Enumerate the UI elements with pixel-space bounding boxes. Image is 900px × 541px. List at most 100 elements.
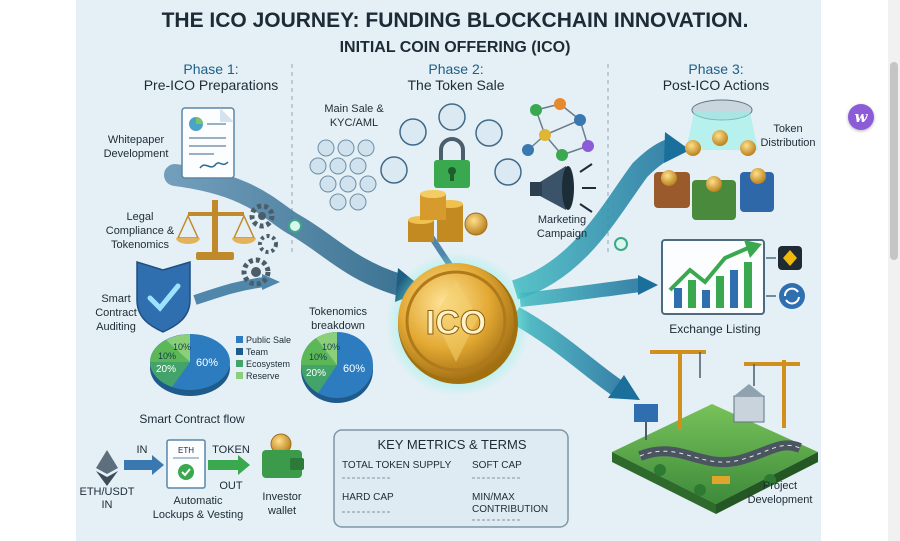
exchange-listing-label: Exchange Listing bbox=[669, 322, 760, 336]
legend-team: Team bbox=[246, 347, 268, 357]
flow-arrow-right-top bbox=[511, 138, 676, 300]
flow-node-right bbox=[614, 237, 628, 251]
legend-swatch-team bbox=[236, 348, 243, 355]
legal-label-line2: Compliance & bbox=[106, 225, 175, 237]
token-distribution-line2: Distribution bbox=[760, 137, 815, 149]
main-subtitle: INITIAL COIN OFFERING (ICO) bbox=[340, 39, 571, 56]
pie-legend: Public Sale Team Ecosystem Reserve bbox=[236, 335, 291, 381]
main-sale-label-line1: Main Sale & bbox=[324, 103, 384, 115]
audit-label-line1: Smart bbox=[101, 293, 130, 305]
phase2-pie-seg-4: 60% bbox=[343, 363, 365, 375]
legend-swatch-ecosystem bbox=[236, 360, 243, 367]
phase2-pie-seg-2: 10% bbox=[309, 352, 327, 362]
tokenomics-label-line2: breakdown bbox=[311, 320, 365, 332]
lockups-label-line2: Lockups & Vesting bbox=[153, 509, 244, 521]
phase1-pie-seg-1: 10% bbox=[173, 342, 191, 352]
extension-icon[interactable]: w bbox=[848, 104, 874, 130]
phase3-title: Phase 3: bbox=[688, 61, 743, 77]
audit-label-line2: Contract bbox=[95, 307, 137, 319]
key-metrics-title: KEY METRICS & TERMS bbox=[377, 437, 526, 452]
smart-contract-flow-title: Smart Contract flow bbox=[139, 412, 245, 426]
metric-total-supply: TOTAL TOKEN SUPPLY bbox=[342, 460, 452, 471]
project-development-icon bbox=[612, 350, 818, 514]
legend-swatch-public-sale bbox=[236, 336, 243, 343]
marketing-label-line1: Marketing bbox=[538, 214, 586, 226]
key-metrics-box bbox=[333, 429, 569, 528]
sync-exchange-icon bbox=[779, 283, 805, 309]
phase1-pie-seg-2: 10% bbox=[158, 351, 176, 361]
crowd-avatars-icon bbox=[309, 139, 377, 211]
phase2-subtitle: The Token Sale bbox=[407, 77, 504, 93]
eth-usdt-label-line2: IN bbox=[102, 499, 113, 511]
token-arrow bbox=[208, 455, 250, 475]
network-graph-icon bbox=[522, 98, 594, 161]
phase2-pie-seg-3: 20% bbox=[306, 368, 326, 379]
flow-arrow-audit-head bbox=[262, 274, 280, 290]
exchange-chart-icon bbox=[661, 239, 776, 315]
lockups-label-line1: Automatic bbox=[174, 495, 223, 507]
megaphone-icon bbox=[530, 163, 596, 213]
main-title: THE ICO JOURNEY: FUNDING BLOCKCHAIN INNO… bbox=[162, 9, 749, 32]
metric-hard-cap: HARD CAP bbox=[342, 492, 394, 503]
audit-label-line3: Auditing bbox=[96, 321, 136, 333]
ethereum-icon bbox=[96, 450, 118, 486]
ico-coin-label: ICO bbox=[426, 304, 486, 342]
legal-label-line3: Tokenomics bbox=[111, 239, 170, 251]
gear-icon bbox=[241, 203, 278, 287]
legal-label-line1: Legal bbox=[127, 211, 154, 223]
padlock-icon bbox=[434, 137, 470, 188]
infographic-canvas: THE ICO JOURNEY: FUNDING BLOCKCHAIN INNO… bbox=[80, 9, 818, 528]
whitepaper-icon bbox=[181, 107, 235, 179]
whitepaper-label-line2: Development bbox=[104, 148, 169, 160]
token-label: TOKEN bbox=[212, 444, 250, 456]
scales-icon bbox=[176, 200, 256, 260]
flow-arrow-right-mid bbox=[519, 278, 641, 307]
smart-contract-doc-icon bbox=[166, 439, 206, 489]
user-avatars-icon bbox=[380, 103, 522, 186]
metric-min-max: MIN/MAX bbox=[472, 492, 515, 503]
phase1-subtitle: Pre-ICO Preparations bbox=[144, 77, 279, 93]
ico-coin-icon bbox=[386, 252, 530, 396]
flow-arrow-right-bottom-head bbox=[608, 375, 640, 400]
metric-soft-cap: SOFT CAP bbox=[472, 460, 522, 471]
legend-reserve: Reserve bbox=[246, 371, 280, 381]
binance-icon bbox=[778, 246, 802, 270]
investor-wallet-label-line1: Investor bbox=[262, 491, 301, 503]
project-development-line1: Project bbox=[763, 480, 797, 492]
flow-arrow-audit bbox=[193, 277, 266, 305]
coin-stack-icon bbox=[408, 190, 488, 242]
scrollbar-thumb[interactable] bbox=[890, 62, 898, 260]
phase1-pie-seg-4: 60% bbox=[196, 357, 218, 369]
legend-swatch-reserve bbox=[236, 372, 243, 379]
whitepaper-label-line1: Whitepaper bbox=[108, 134, 165, 146]
investor-wallet-label: Investor wallet bbox=[262, 491, 301, 517]
in-label: IN bbox=[137, 444, 148, 456]
phase1-pie-chart bbox=[150, 334, 230, 396]
flow-node bbox=[288, 219, 302, 233]
wallet-icon bbox=[262, 433, 304, 478]
page-scrollbar[interactable] bbox=[888, 0, 900, 541]
legend-public-sale: Public Sale bbox=[246, 335, 291, 345]
main-sale-label: Main Sale & KYC/AML bbox=[324, 103, 384, 129]
flow-arrow-right-top-head bbox=[664, 132, 690, 163]
ico-infographic: THE ICO JOURNEY: FUNDING BLOCKCHAIN INNO… bbox=[76, 0, 821, 541]
token-distribution-icon bbox=[654, 99, 774, 220]
in-arrow bbox=[124, 455, 164, 475]
metric-contribution: CONTRIBUTION bbox=[472, 504, 548, 515]
phase3-subtitle: Post-ICO Actions bbox=[663, 77, 770, 93]
shield-check-icon bbox=[136, 260, 191, 333]
main-sale-label-line2: KYC/AML bbox=[330, 117, 378, 129]
phase1-pie-seg-3: 20% bbox=[156, 364, 176, 375]
out-label: OUT bbox=[219, 480, 243, 492]
investor-wallet-label-line2: wallet bbox=[267, 505, 296, 517]
phase2-title: Phase 2: bbox=[428, 61, 483, 77]
phase2-pie-seg-1: 10% bbox=[322, 342, 340, 352]
